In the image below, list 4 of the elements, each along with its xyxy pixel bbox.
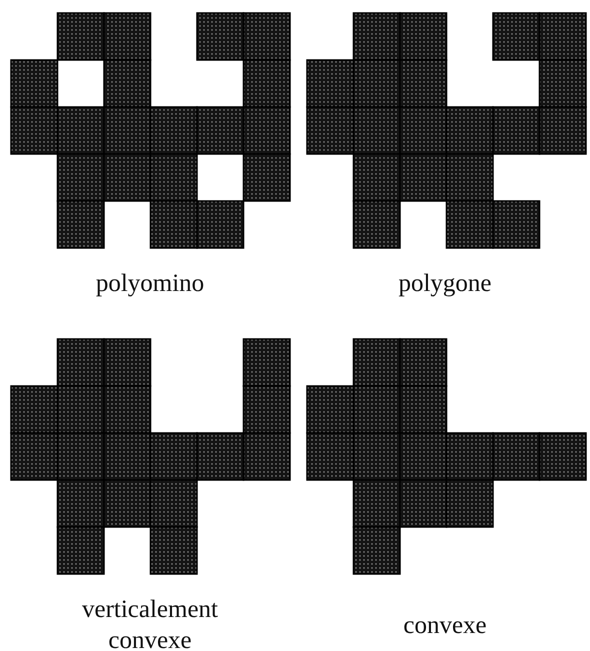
caption: convexe (402, 611, 488, 641)
caption: verticalement convexe (80, 595, 220, 651)
caption: polygone (397, 269, 493, 299)
caption: polyomino (94, 269, 206, 299)
